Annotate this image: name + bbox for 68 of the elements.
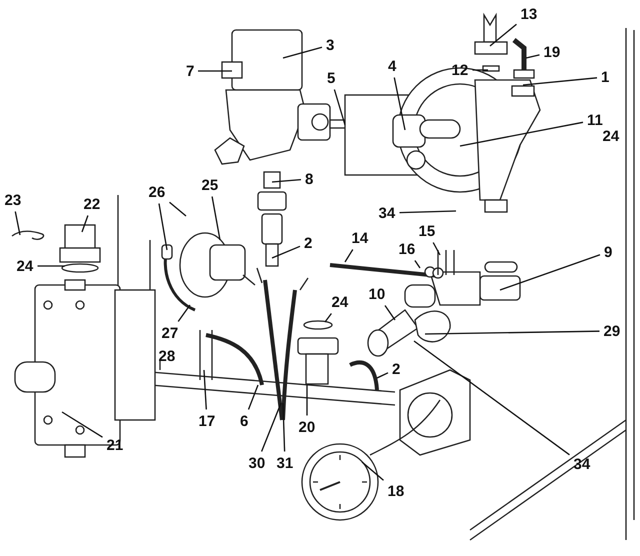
leader-line xyxy=(334,89,346,126)
leader-line xyxy=(376,372,388,379)
leader-line xyxy=(178,304,191,322)
leader-line xyxy=(414,260,421,268)
callout-number: 6 xyxy=(240,414,248,428)
leader-line xyxy=(169,202,186,216)
callout-number: 1 xyxy=(601,70,610,84)
callout-number: 14 xyxy=(352,230,368,246)
leader-line xyxy=(424,330,600,335)
callout-number: 2 xyxy=(392,362,400,376)
leader-line xyxy=(394,77,406,130)
callout-number: 10 xyxy=(368,286,386,302)
callout-number: 13 xyxy=(520,6,538,22)
leader-line xyxy=(414,340,570,456)
callout-number: 34 xyxy=(378,206,396,220)
leader-line xyxy=(272,246,300,259)
leader-line xyxy=(490,24,517,46)
leader-line xyxy=(272,178,302,183)
leader-line xyxy=(282,402,286,452)
callout-number: 22 xyxy=(84,196,100,212)
callout-number: 7 xyxy=(186,64,194,78)
leader-line xyxy=(158,203,168,250)
callout-number: 19 xyxy=(544,44,560,60)
leader-line xyxy=(362,462,384,481)
leader-line xyxy=(472,69,488,71)
callout-number: 17 xyxy=(198,414,216,428)
callout-number: 4 xyxy=(388,58,396,74)
leader-line xyxy=(500,254,600,291)
leader-line xyxy=(522,77,598,86)
callout-number: 3 xyxy=(326,38,334,52)
leader-line xyxy=(38,265,65,267)
callout-number: 23 xyxy=(4,192,22,208)
callout-number: 34 xyxy=(574,456,590,472)
leader-line xyxy=(324,313,332,322)
leader-line xyxy=(211,196,221,240)
callout-number: 18 xyxy=(388,484,404,498)
callout-number: 2 xyxy=(304,236,312,250)
leader-line xyxy=(399,210,456,214)
leader-line xyxy=(81,215,89,232)
callout-number: 15 xyxy=(418,224,436,238)
callout-number: 16 xyxy=(398,242,416,256)
callout-number: 30 xyxy=(248,456,266,470)
leader-line xyxy=(384,305,396,320)
leader-line xyxy=(282,46,322,59)
leader-line xyxy=(460,122,584,147)
leader-line xyxy=(203,370,207,410)
callout-number: 11 xyxy=(587,112,603,128)
leader-line xyxy=(526,54,540,59)
callout-number: 24 xyxy=(332,294,348,310)
callout-number: 9 xyxy=(604,244,612,260)
leader-line xyxy=(432,242,441,256)
leader-line xyxy=(261,402,282,452)
callout-number: 8 xyxy=(305,172,314,186)
callout-number: 28 xyxy=(158,348,176,364)
leader-line xyxy=(306,385,308,416)
callout-number: 5 xyxy=(327,70,336,86)
callout-number: 29 xyxy=(604,324,620,338)
leader-line xyxy=(198,70,232,72)
callout-number: 24 xyxy=(16,258,34,274)
callout-number: 26 xyxy=(148,184,166,200)
callout-number: 24 xyxy=(602,128,620,144)
callout-number: 27 xyxy=(162,326,178,340)
callout-number: 20 xyxy=(298,420,316,434)
callout-number: 25 xyxy=(202,178,218,192)
leader-line xyxy=(344,249,354,262)
callout-number: 31 xyxy=(276,456,294,470)
leader-line xyxy=(14,211,21,236)
leader-line xyxy=(248,384,259,410)
